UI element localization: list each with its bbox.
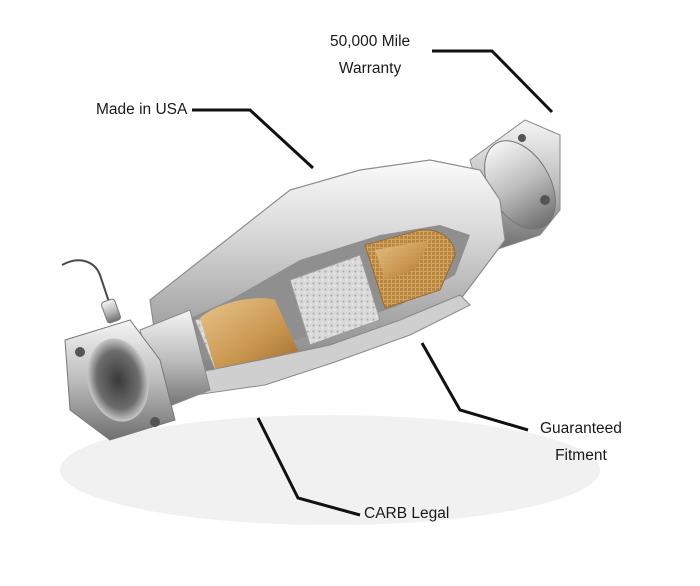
substrate-mat	[289, 254, 381, 346]
callout-fitment: Guaranteed Fitment	[540, 415, 622, 469]
inlet-opening	[87, 338, 149, 422]
flange-bolt-hole	[150, 417, 160, 427]
callout-warranty-line1: 50,000 Mile	[330, 33, 411, 50]
oxygen-sensor	[61, 259, 121, 324]
heat-shield	[184, 294, 471, 396]
fitment-leader-line	[420, 342, 529, 432]
ceramic-core	[200, 298, 300, 369]
callout-fitment-line1: Guaranteed	[540, 420, 622, 437]
flange-bolt-hole	[75, 347, 85, 357]
callout-carb-legal: CARB Legal	[364, 500, 449, 527]
made-in-leader-line	[192, 108, 315, 170]
callout-warranty-line2: Warranty	[338, 60, 402, 77]
warranty-leader-line	[432, 49, 554, 114]
callout-warranty: 50,000 Mile Warranty	[330, 28, 410, 82]
callout-made-in-usa-text: Made in USA	[96, 101, 188, 118]
flange-bolt-hole	[540, 195, 550, 205]
callout-fitment-line2: Fitment	[555, 447, 607, 464]
flange-bolt-hole	[518, 134, 526, 142]
floor-reflection	[60, 415, 600, 525]
ceramic-core	[375, 240, 430, 280]
callout-carb-legal-text: CARB Legal	[364, 505, 450, 522]
callout-made-in-usa: Made in USA	[96, 96, 187, 123]
inlet-flange	[64, 309, 211, 441]
carb-leader-line	[256, 417, 361, 517]
